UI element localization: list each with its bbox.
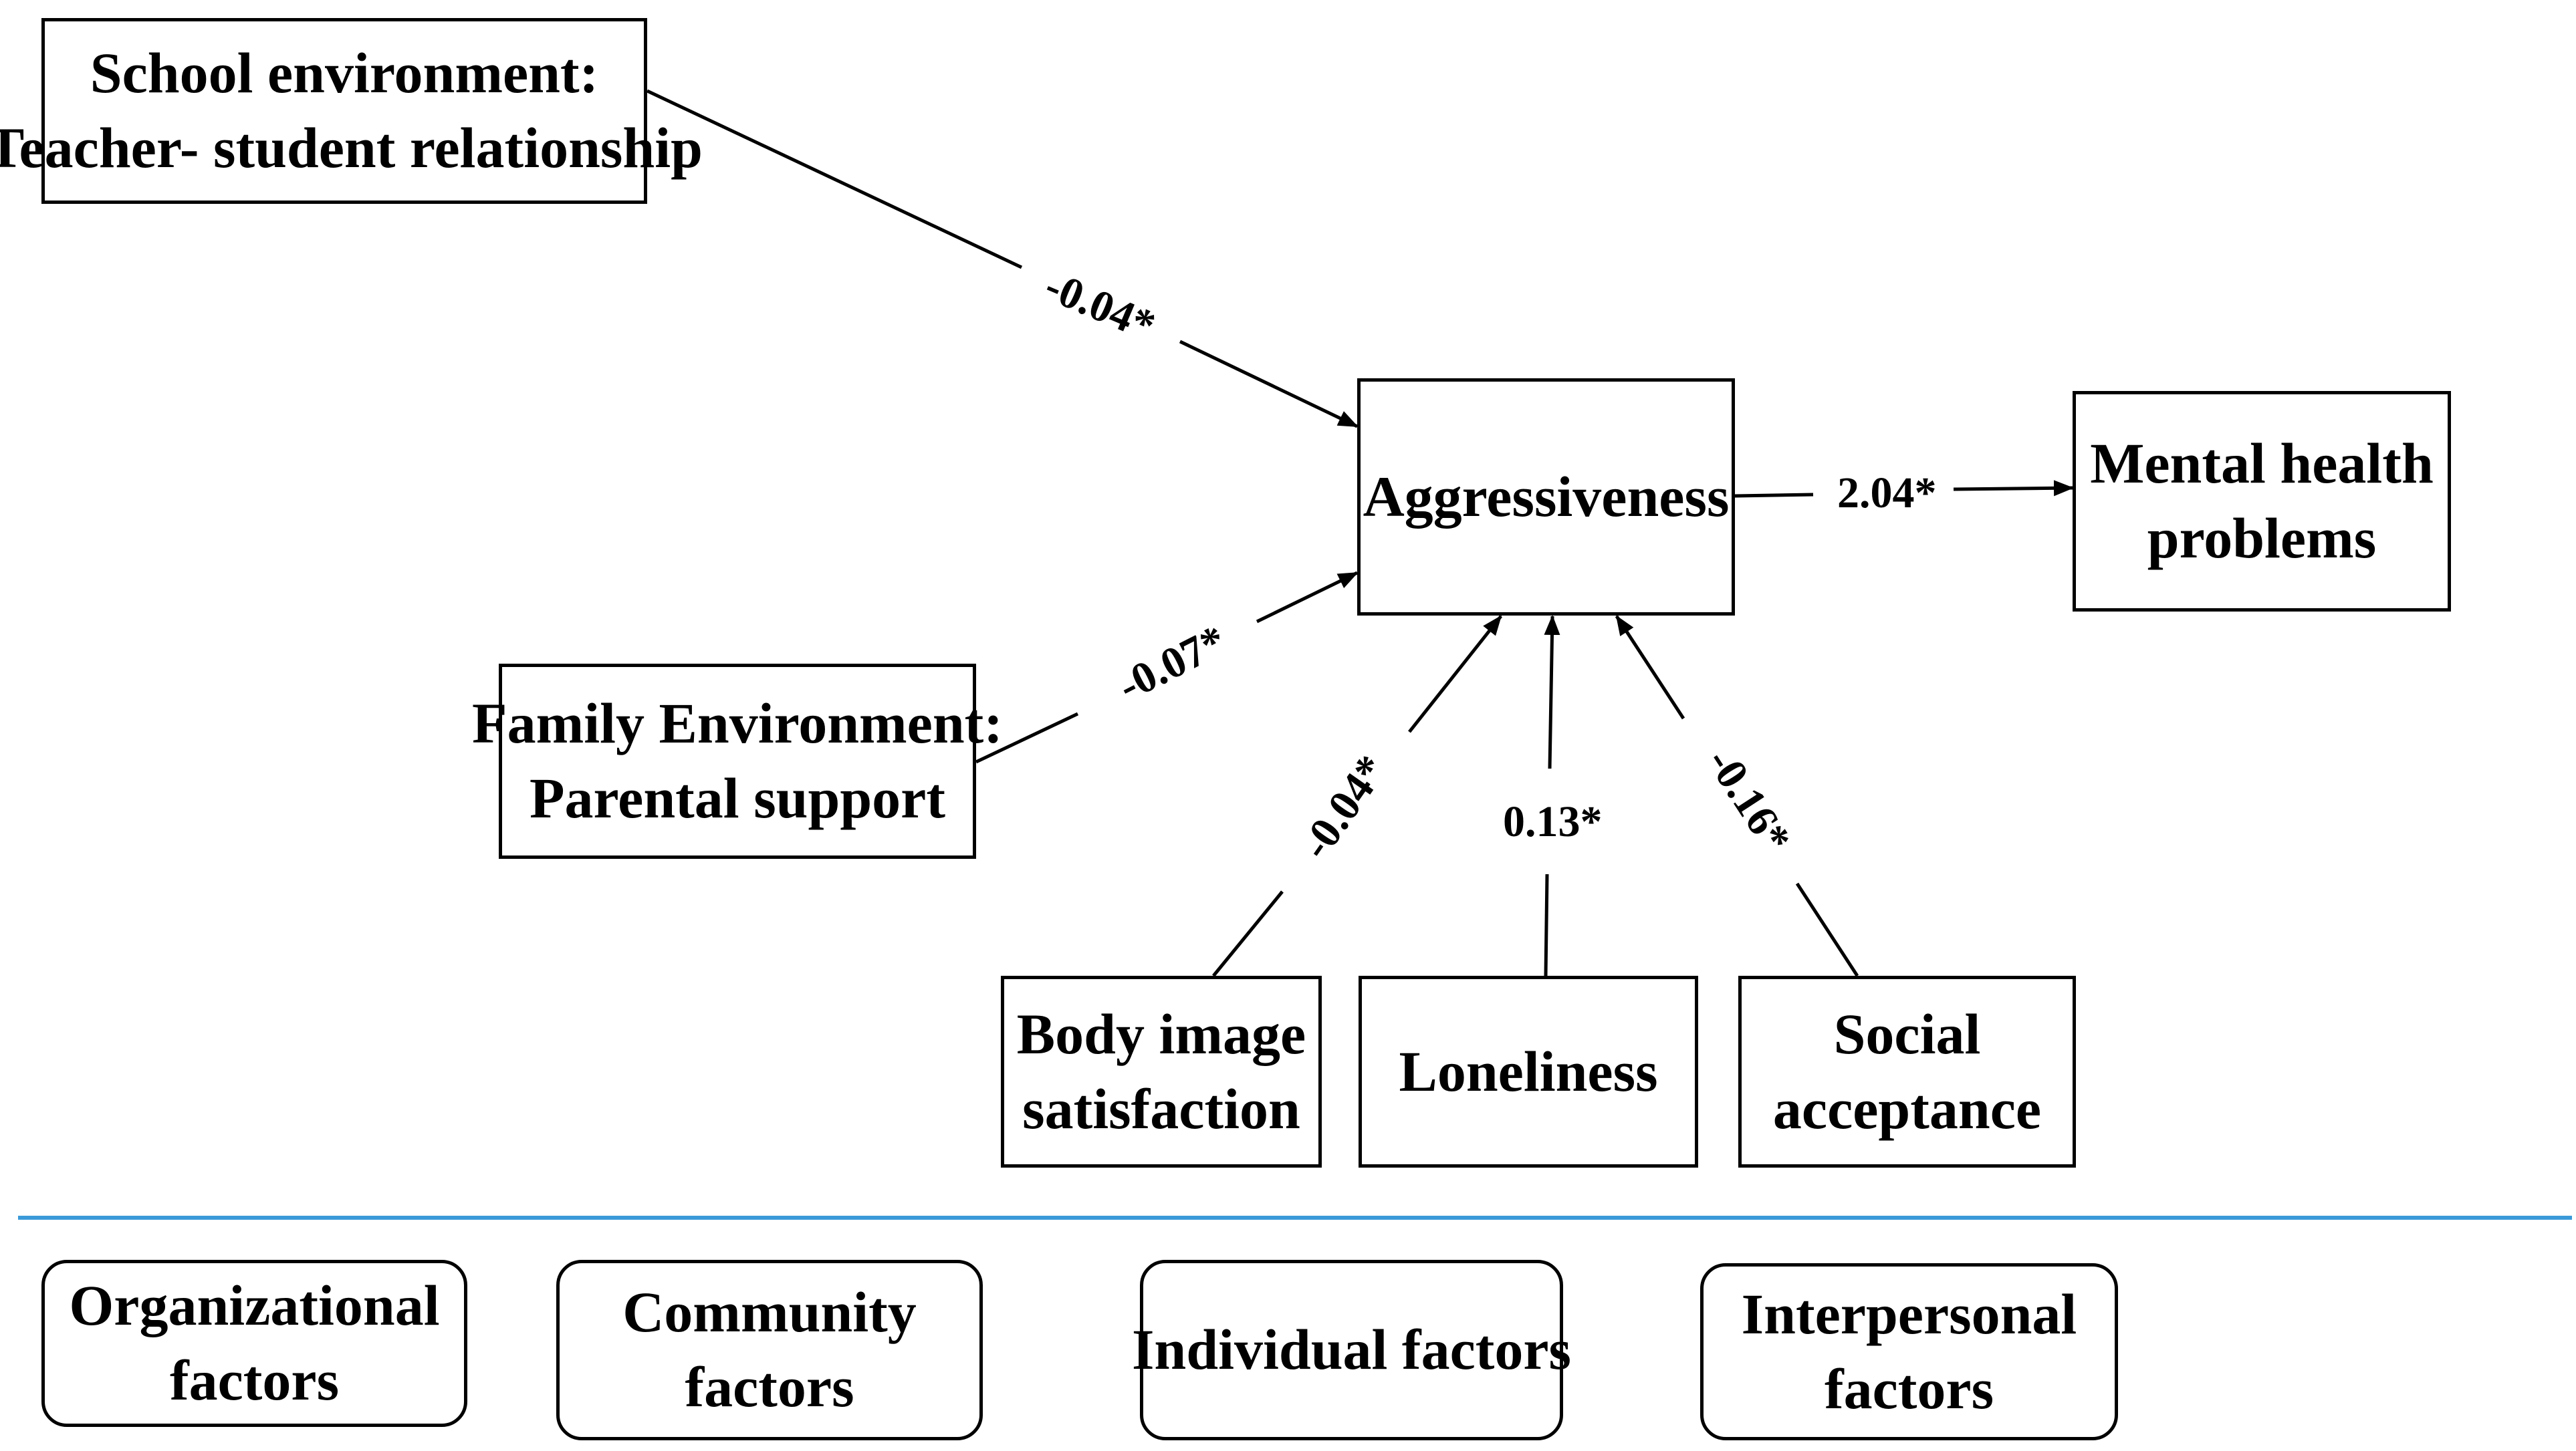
legend-community-line1: Community [622, 1280, 917, 1345]
loneliness-box: Loneliness [1359, 976, 1698, 1168]
legend-organizational-line2: factors [169, 1348, 340, 1412]
legend-individual-line1: Individual factors [1131, 1317, 1572, 1382]
section-divider [18, 1216, 2572, 1220]
legend-organizational-factors: Organizational factors [41, 1260, 467, 1427]
legend-interpersonal-line1: Interpersonal [1741, 1281, 2077, 1346]
legend-individual-factors: Individual factors [1132, 1260, 1571, 1440]
body-arrow-tail [1212, 890, 1284, 977]
legend-community-factors: Community factors [556, 1260, 983, 1440]
body-image-line1: Body image [1016, 1001, 1306, 1066]
school-arrow-tail [646, 89, 1023, 269]
school-environment-title: School environment: [90, 41, 599, 106]
body-image-line2: satisfaction [1022, 1076, 1300, 1141]
social-arrow-tail [1795, 882, 1859, 977]
legend-organizational-line1: Organizational [69, 1273, 440, 1338]
social-acceptance-box: Social acceptance [1738, 976, 2076, 1168]
mental-health-line2: problems [2147, 506, 2377, 570]
social-acceptance-line2: acceptance [1772, 1076, 2042, 1141]
legend-interpersonal-line2: factors [1824, 1356, 1994, 1421]
aggressiveness-label: Aggressiveness [1363, 464, 1730, 529]
body-arrow-head [1408, 615, 1502, 733]
coef-aggressiveness-mental: 2.04* [1837, 469, 1937, 517]
legend-community-line2: factors [685, 1355, 854, 1419]
school-arrow-head [1179, 340, 1359, 428]
mental-arrow-head [1953, 480, 2074, 497]
family-arrow-tail [975, 712, 1079, 764]
family-environment-box: Family Environment: Parental support [472, 664, 1003, 859]
loneliness-label: Loneliness [1399, 1039, 1658, 1103]
mental-health-line1: Mental health [2090, 431, 2434, 496]
family-arrow-head [1256, 571, 1359, 624]
legend-interpersonal-factors: Interpersonal factors [1700, 1263, 2118, 1440]
social-acceptance-line1: Social [1833, 1001, 1981, 1066]
coef-loneliness-aggressiveness: 0.13* [1503, 797, 1603, 846]
loneliness-arrow-head [1544, 615, 1560, 769]
social-arrow-head [1615, 615, 1685, 720]
school-environment-subtitle: Teacher- student relationship [0, 116, 703, 180]
mental-health-box: Mental health problems [2073, 391, 2451, 612]
mental-arrow-tail [1734, 493, 1814, 498]
school-environment-box: School environment: Teacher- student rel… [0, 18, 703, 204]
loneliness-arrow-tail [1544, 874, 1549, 976]
family-environment-title: Family Environment: [472, 691, 1003, 756]
family-environment-subtitle: Parental support [530, 766, 945, 830]
body-image-box: Body image satisfaction [1001, 976, 1322, 1168]
aggressiveness-box: Aggressiveness [1357, 378, 1735, 616]
